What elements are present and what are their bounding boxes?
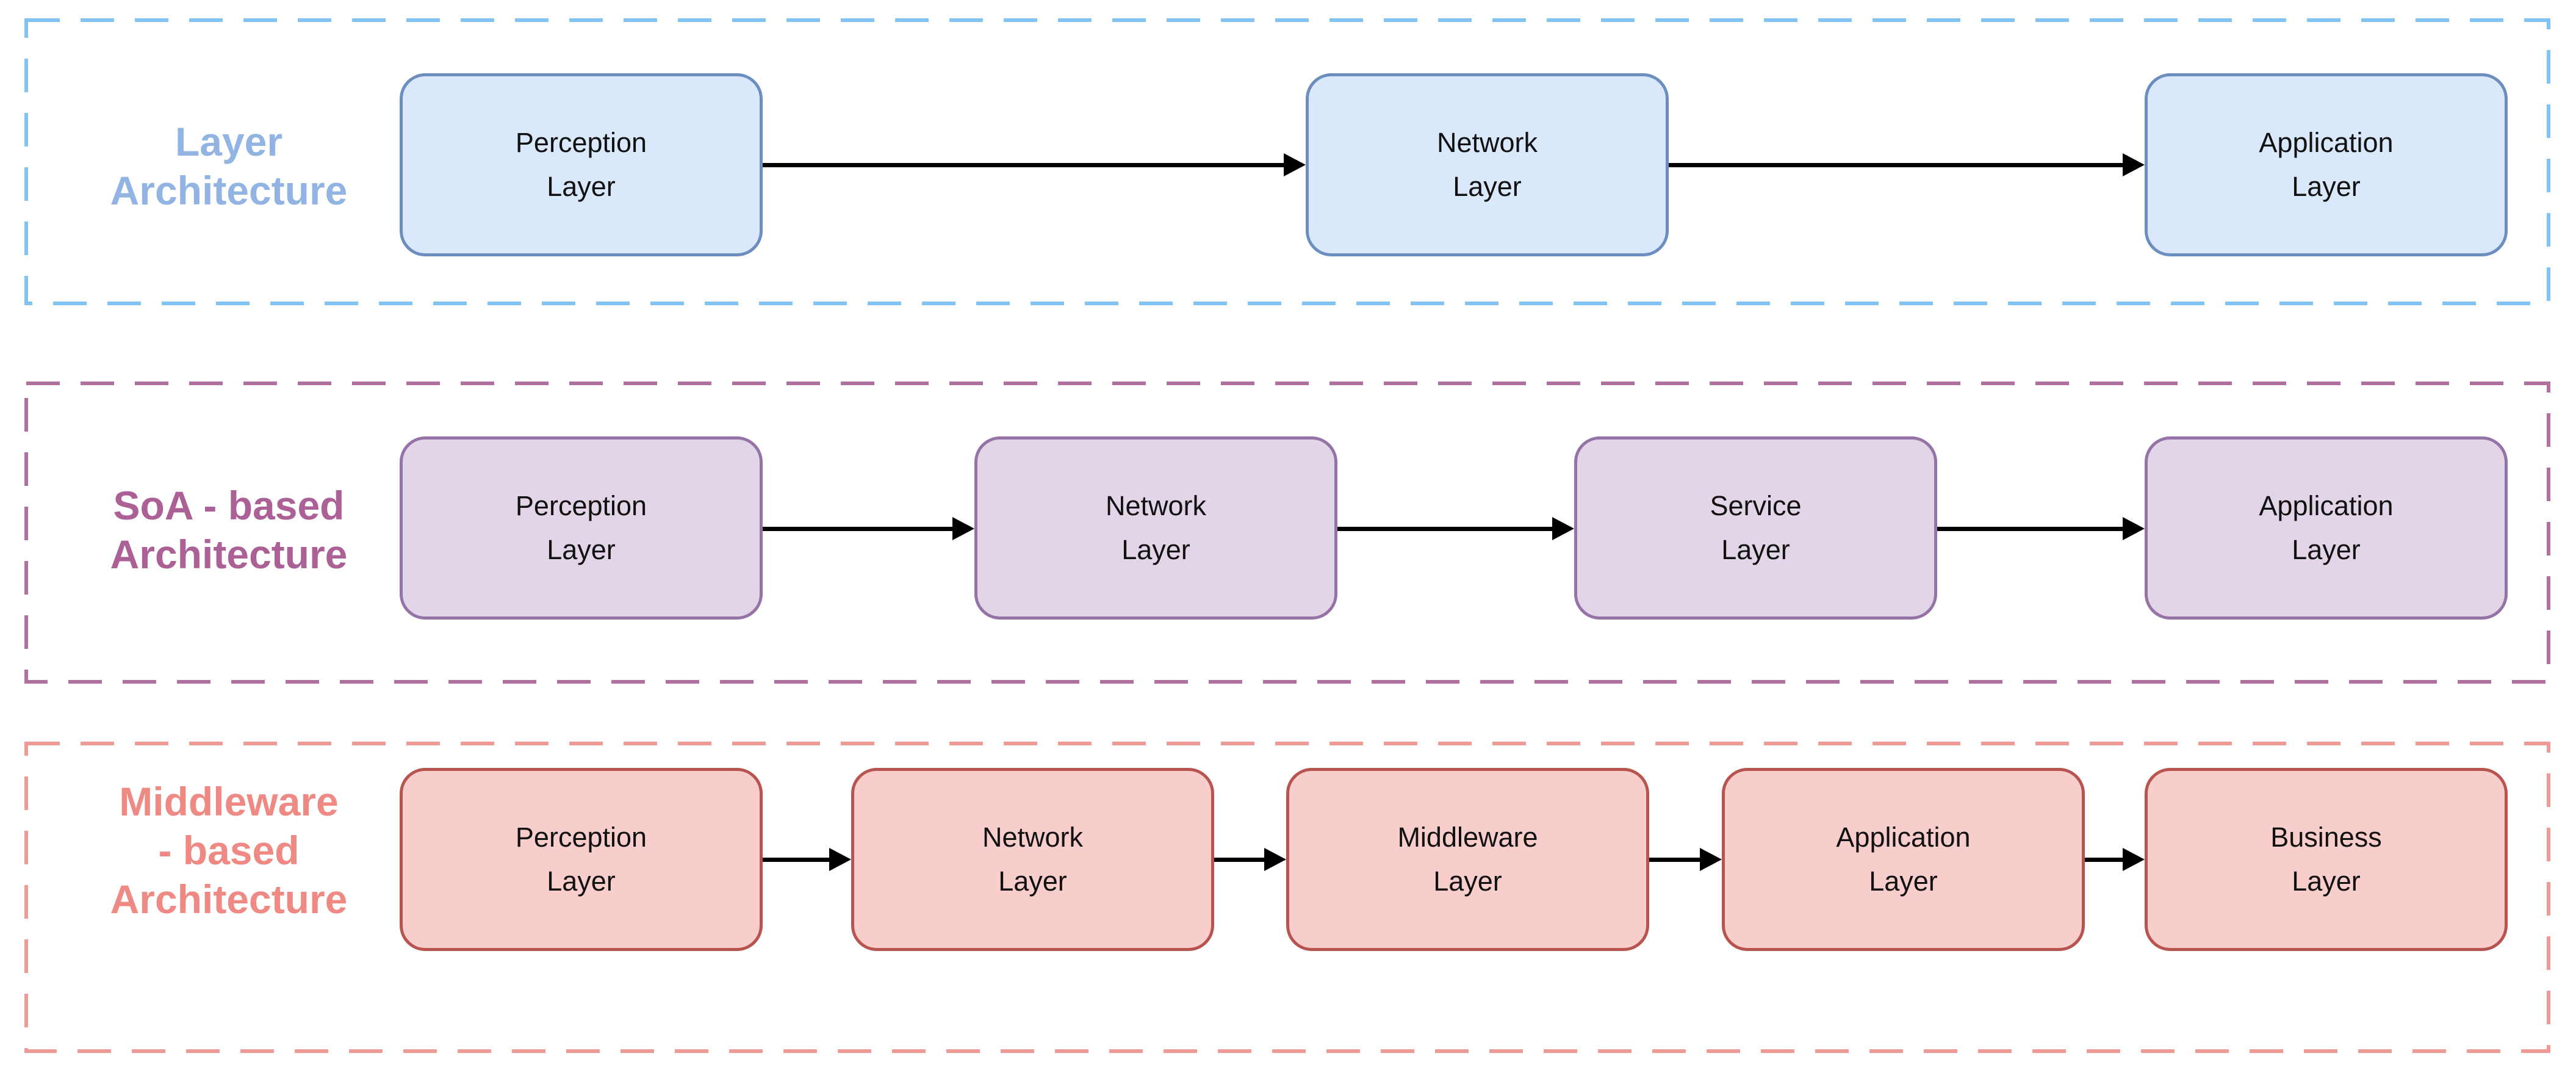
node-label: Layer [1433,866,1502,897]
arrow-head-icon [1700,848,1722,871]
node-network-layer: Network Layer [974,436,1337,620]
arrow-head-icon [952,517,974,540]
arrow-line [1337,526,1552,531]
node-label: Layer [2292,866,2361,897]
node-label: Layer [547,534,616,565]
node-application-layer: Application Layer [2145,73,2508,256]
arrow-line [763,526,952,531]
row-title-line: Architecture [110,168,348,213]
row-title-line: Layer [174,119,283,164]
arrow-head-icon [1264,848,1286,871]
node-label: Application [1836,822,1971,853]
row-title-line: Middleware [119,779,339,824]
node-label: Application [2259,127,2394,158]
arrow-head-icon [2123,153,2145,176]
node-application-layer: Application Layer [2145,436,2508,620]
arrow-line [763,162,1284,167]
node-label: Layer [1721,534,1790,565]
node-label: Middleware [1397,822,1538,853]
arrow-head-icon [2123,517,2145,540]
node-label: Layer [1121,534,1190,565]
arrow-line [1937,526,2123,531]
node-label: Layer [998,866,1067,897]
row-title-layer-architecture: Layer Architecture [49,117,409,215]
node-perception-layer: Perception Layer [400,436,763,620]
soa-architecture-boundary [24,382,2550,684]
node-label: Network [1105,490,1207,521]
middleware-architecture-boundary [24,742,2550,1053]
node-label: Network [1436,127,1538,158]
node-application-layer: Application Layer [1722,768,2085,951]
node-label: Perception [515,822,647,853]
node-label: Service [1710,490,1802,521]
node-perception-layer: Perception Layer [400,73,763,256]
row-title-line: - based [158,828,300,873]
arrow-connector [2085,848,2145,871]
row-title-line: SoA - based [113,483,345,528]
node-label: Layer [1869,866,1938,897]
arrow-connector [1649,848,1722,871]
node-label: Application [2259,490,2394,521]
node-label: Perception [515,127,647,158]
node-network-layer: Network Layer [1306,73,1669,256]
node-perception-layer: Perception Layer [400,768,763,951]
node-label: Layer [2292,534,2361,565]
row-title-soa-based-architecture: SoA - based Architecture [49,481,409,579]
layer-architecture-boundary [24,18,2550,305]
arrow-line [1214,857,1264,862]
arrow-head-icon [829,848,851,871]
node-middleware-layer: Middleware Layer [1286,768,1649,951]
arrow-connector [763,153,1306,176]
row-title-line: Architecture [110,877,348,922]
row-title-middleware-based-architecture: Middleware - based Architecture [49,777,409,924]
row-title-line: Architecture [110,532,348,577]
arrow-line [1669,162,2123,167]
node-business-layer: Business Layer [2145,768,2508,951]
node-network-layer: Network Layer [851,768,1214,951]
arrow-line [763,857,829,862]
node-label: Perception [515,490,647,521]
node-label: Layer [2292,171,2361,202]
arrow-connector [1214,848,1286,871]
node-label: Network [982,822,1084,853]
arrow-head-icon [1284,153,1306,176]
node-label: Layer [1453,171,1522,202]
arrow-connector [763,517,974,540]
node-label: Layer [547,866,616,897]
node-label: Business [2270,822,2382,853]
arrow-connector [1937,517,2145,540]
arrow-line [1649,857,1700,862]
arrow-connector [1337,517,1574,540]
arrow-line [2085,857,2123,862]
arrow-connector [763,848,851,871]
arrow-head-icon [1552,517,1574,540]
arrow-head-icon [2123,848,2145,871]
arrow-connector [1669,153,2145,176]
node-label: Layer [547,171,616,202]
node-service-layer: Service Layer [1574,436,1937,620]
